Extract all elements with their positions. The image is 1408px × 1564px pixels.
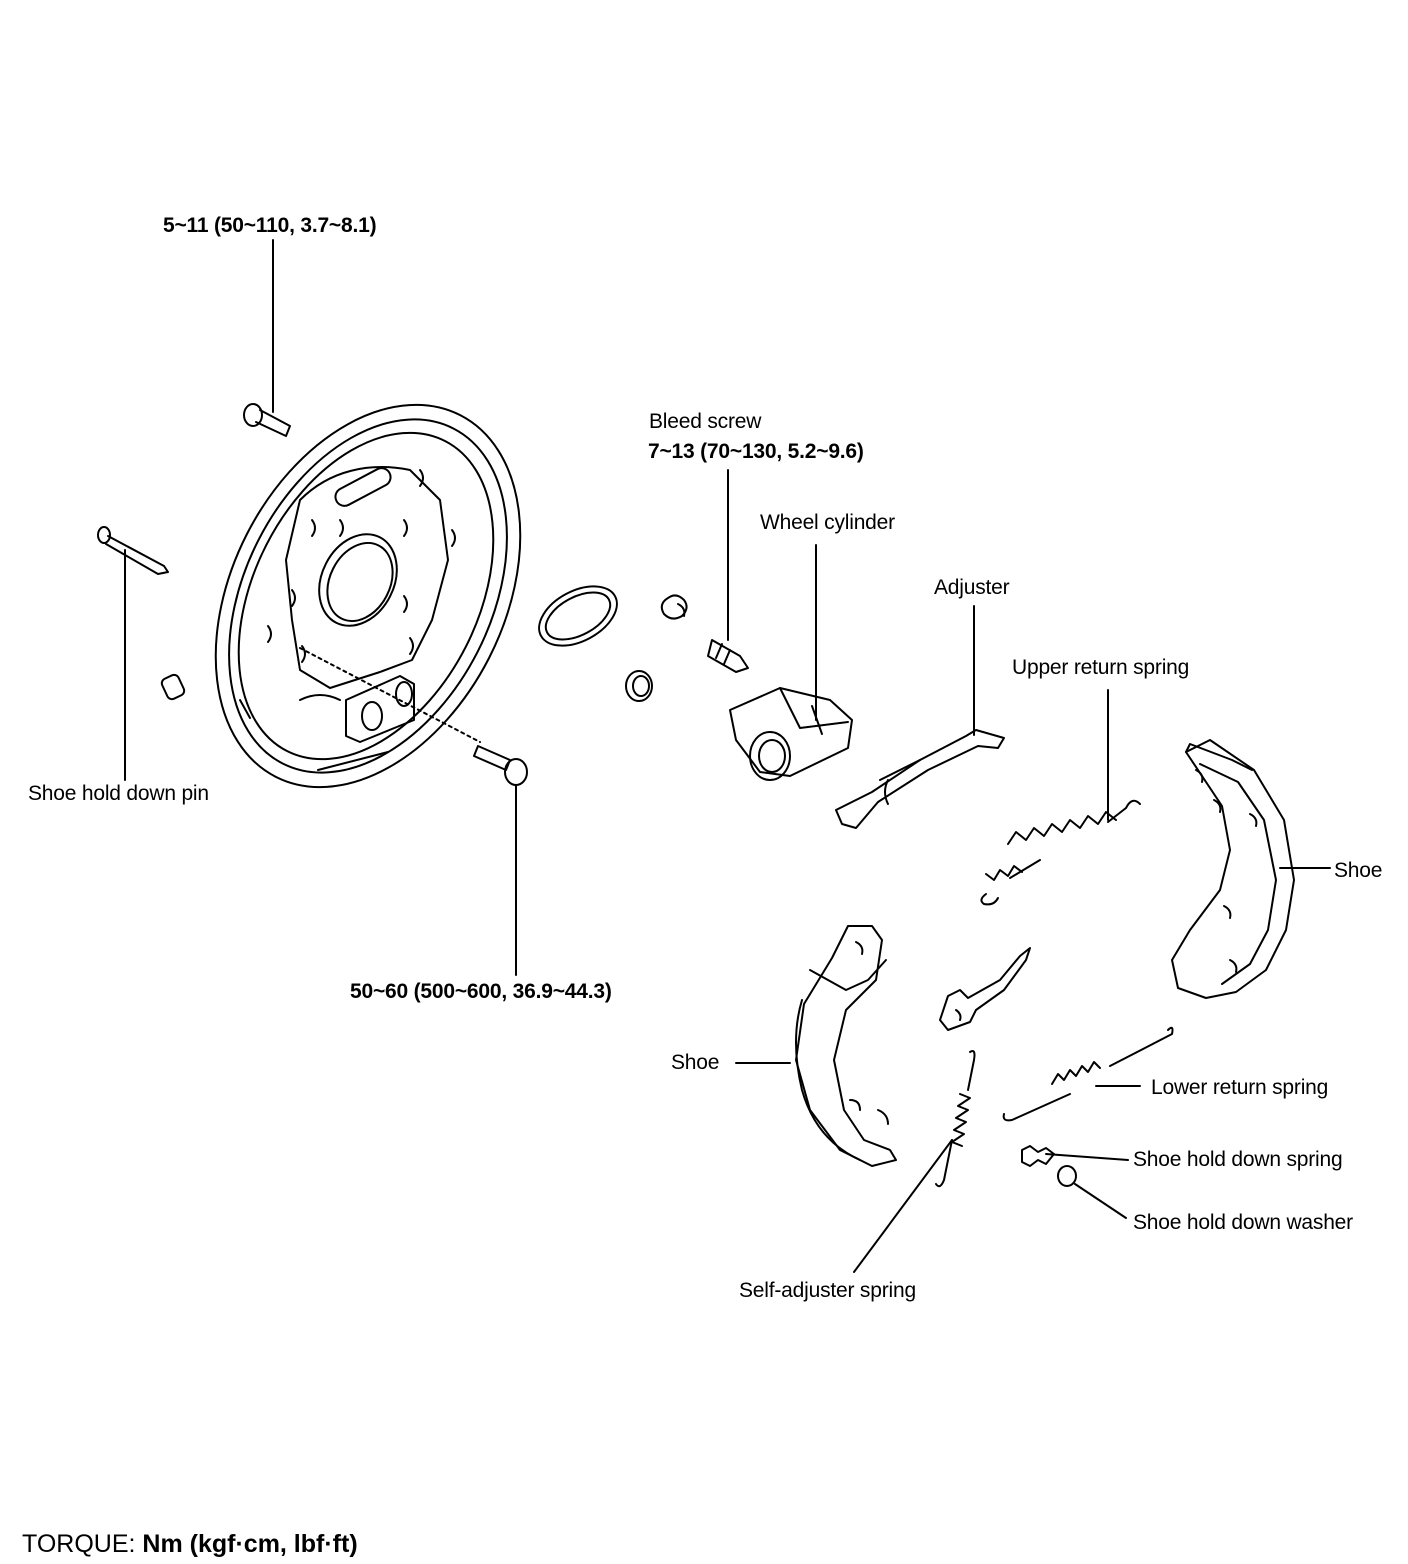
label-lower-return-spring: Lower return spring [1151,1076,1329,1099]
label-shoe-hold-down-spring: Shoe hold down spring [1133,1148,1343,1171]
torque-prefix: TORQUE: [22,1530,136,1558]
adjuster-part [836,606,1004,828]
upper-return-spring-part [981,690,1140,904]
cylinder-bolt [300,648,527,975]
label-bleed-screw: Bleed screw [649,410,762,433]
right-brake-shoe [1172,740,1330,998]
backing-plate [155,353,582,838]
shoe-hold-down-pin-part [98,527,186,780]
label-wheel-cylinder: Wheel cylinder [760,511,895,534]
torque-label-bleed-screw: 7~13 (70~130, 5.2~9.6) [648,440,864,463]
shoe-hold-down-washer-part [1058,1166,1126,1218]
lower-return-spring-part [1004,1028,1173,1121]
label-adjuster: Adjuster [934,576,1010,599]
torque-units-footer: TORQUE: Nm (kgf·cm, lbf·ft) [22,1532,358,1557]
label-upper-return-spring: Upper return spring [1012,656,1190,679]
label-shoe-left: Shoe [671,1051,720,1074]
bleed-screw-cap [626,595,687,701]
label-shoe-right: Shoe [1334,859,1383,882]
torque-units: Nm (kgf·cm, lbf·ft) [142,1530,358,1558]
wheel-cylinder-part [730,545,852,780]
label-shoe-hold-down-pin: Shoe hold down pin [28,782,209,805]
self-adjuster-spring-part [854,1051,975,1272]
torque-label-cylinder-bolt: 50~60 (500~600, 36.9~44.3) [350,980,612,1003]
label-shoe-hold-down-washer: Shoe hold down washer [1133,1211,1353,1234]
torque-label-backing-bolt: 5~11 (50~110, 3.7~8.1) [163,214,377,237]
shoe-hold-down-spring-part [1022,1146,1128,1166]
backing-plate-bolt [244,240,290,436]
left-brake-shoe [736,926,896,1166]
self-adjuster-lever [940,948,1030,1030]
label-self-adjuster-spring: Self-adjuster spring [739,1279,916,1302]
gasket-ring [529,574,627,658]
bleed-screw-part [708,470,748,672]
